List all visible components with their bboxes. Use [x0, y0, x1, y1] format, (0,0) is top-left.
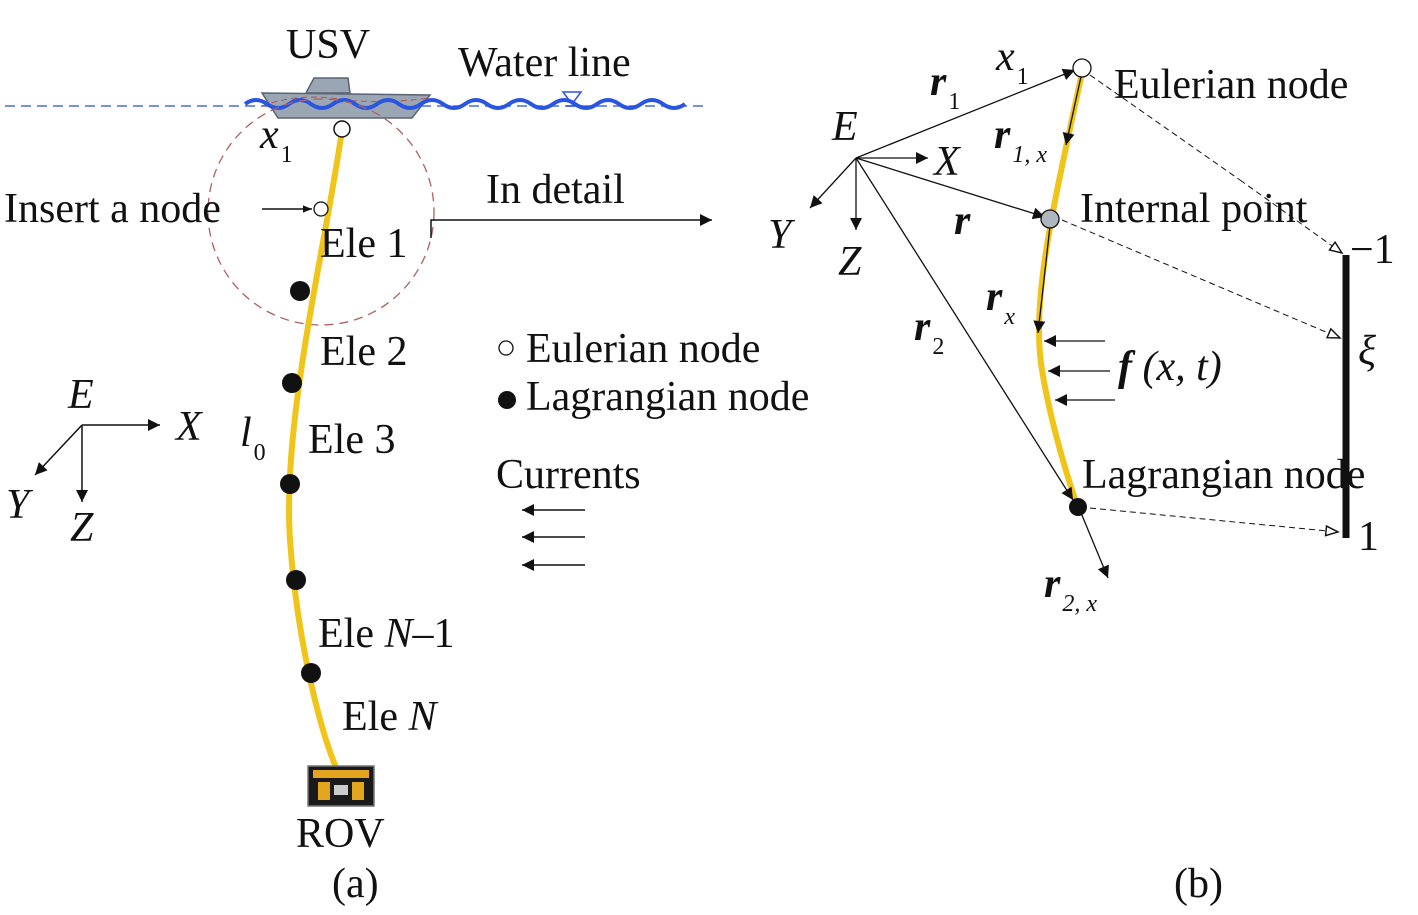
cable-b [1035, 67, 1086, 509]
in-detail-label: In detail [486, 167, 625, 213]
element-n-minus-1-label: Ele N–1 [318, 611, 454, 657]
element-2-label: Ele 2 [320, 329, 407, 375]
vector-rx [1033, 225, 1051, 334]
lagrangian-node-label-b: Lagrangian node [1082, 452, 1365, 498]
vector-r2 [855, 157, 1074, 501]
axis-e-label-b: E [831, 104, 858, 150]
rov-label: ROV [296, 811, 385, 857]
vector-r [855, 157, 1046, 220]
element-length-label: l0 [240, 410, 266, 466]
legend-lagrangian-symbol [498, 391, 516, 409]
eulerian-node-inserted [313, 201, 329, 217]
xi-minus-one-label: −1 [1350, 227, 1395, 273]
vector-r2x-label: r2, x [1044, 561, 1097, 617]
mapping-line-eulerian [1089, 74, 1241, 181]
axis-y-label-a: Y [6, 482, 34, 528]
vector-r2-label: r2 [914, 304, 944, 360]
axis-z-label-a: Z [70, 505, 94, 551]
mapping-line-eulerian-end [1239, 179, 1344, 255]
lagrangian-node [280, 474, 300, 494]
legend-eulerian-symbol [498, 340, 514, 356]
legend-eulerian-label: Eulerian node [526, 326, 760, 372]
axis-y-label-b: Y [768, 212, 796, 258]
xi-label: ξ [1358, 328, 1376, 374]
xi-one-label: 1 [1358, 514, 1379, 560]
x1-label-a: x1 [259, 112, 293, 168]
x1-label-b: x1 [995, 34, 1029, 90]
axis-x-label-b: X [932, 139, 962, 185]
water-line-label: Water line [458, 40, 631, 86]
lagrangian-node [290, 281, 310, 301]
water-surface-wave [243, 98, 687, 110]
coordinate-frame-b [809, 152, 928, 230]
caption-a: (a) [332, 861, 379, 907]
internal-point-label: Internal point [1080, 186, 1308, 232]
element-n-label: Ele N [342, 694, 438, 740]
caption-b: (b) [1174, 861, 1223, 907]
element-1-label: Ele 1 [320, 221, 407, 267]
rov-vehicle [307, 765, 375, 807]
vector-r1x [1062, 71, 1083, 146]
vector-r2x [1078, 507, 1109, 579]
vector-r-label: r [954, 198, 971, 244]
eulerian-node-top-a [333, 120, 351, 138]
mapping-line-lagrangian [1089, 507, 1340, 537]
axis-e-label-a: E [67, 372, 94, 418]
cable-a [286, 129, 345, 772]
vector-rx-label: rx [986, 274, 1015, 330]
usv-vessel [260, 77, 432, 119]
currents-label: Currents [496, 452, 641, 498]
in-detail-arrow [430, 214, 712, 238]
mapping-line-internal [1061, 219, 1342, 339]
lagrangian-node-b [1069, 498, 1087, 516]
water-level-symbol [561, 91, 583, 106]
usv-label: USV [286, 22, 370, 68]
lagrangian-node [301, 663, 321, 683]
legend-lagrangian-label: Lagrangian node [526, 374, 809, 420]
vector-r1-label: r1 [930, 59, 960, 115]
insert-detail-circle [207, 98, 435, 326]
eulerian-node-b [1072, 58, 1092, 78]
vector-r1x-label: r1, x [994, 112, 1047, 168]
eulerian-node-label-b: Eulerian node [1114, 62, 1348, 108]
vector-r1 [855, 68, 1076, 159]
lagrangian-node [282, 373, 302, 393]
lagrangian-node [286, 570, 306, 590]
element-3-label: Ele 3 [308, 417, 395, 463]
coordinate-frame-a [34, 419, 160, 502]
internal-point-b [1040, 209, 1060, 229]
panel-b: E X Y Z r1 x1 Eulerian node r1, x r Inte… [768, 34, 1395, 907]
insert-node-label: Insert a node [4, 186, 221, 232]
axis-z-label-b: Z [838, 239, 862, 285]
panel-a: USV Water line x1 Insert a node In detai… [4, 22, 809, 907]
force-label: f (x, t) [1118, 344, 1222, 390]
axis-x-label-a: X [174, 404, 204, 450]
